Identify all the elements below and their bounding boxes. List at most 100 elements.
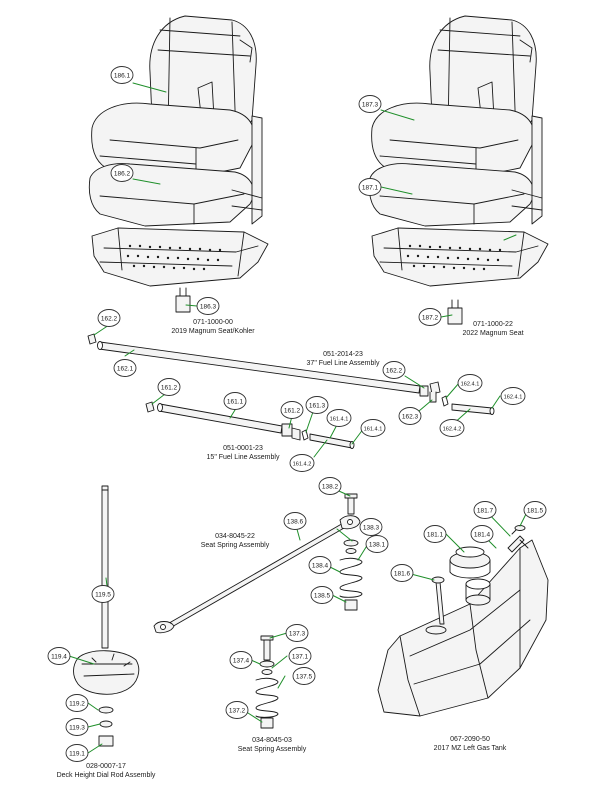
callout-bubble — [284, 513, 306, 530]
seat-spring-03-part-number: 034-8045-03 — [252, 737, 292, 744]
callout-bubble — [281, 402, 303, 419]
callout-label: 186.2 — [114, 170, 131, 177]
callout-label: 181.5 — [527, 507, 544, 514]
callout-119-3: 119.3 — [66, 719, 88, 736]
callout-label: 138.1 — [369, 541, 386, 548]
callout-138-2: 138.2 — [319, 478, 341, 495]
callout-bubble — [359, 96, 381, 113]
callout-bubble — [360, 519, 382, 536]
callout-label: 181.1 — [427, 531, 444, 538]
callout-bubble — [111, 165, 133, 182]
callout-label: 187.2 — [422, 314, 439, 321]
seat-spring-03-caption: Seat Spring Assembly — [238, 746, 307, 753]
assembly-captions: 071-1000-00 2019 Magnum Seat/Kohler 071-… — [57, 319, 524, 779]
callout-162-3: 162.3 — [399, 408, 421, 425]
callout-bubble — [158, 379, 180, 396]
seat-2019-caption: 2019 Magnum Seat/Kohler — [171, 328, 255, 335]
callout-161-1: 161.1 — [224, 393, 246, 410]
fuel-line-37-drawing — [88, 334, 494, 415]
callout-161-2: 161.2 — [281, 402, 303, 419]
seat-spring-03-drawing — [256, 636, 278, 728]
callout-186-1: 186.1 — [111, 67, 133, 84]
callout-162-1: 162.1 — [114, 360, 136, 377]
callout-bubble — [359, 179, 381, 196]
callout-161-4-1: 161.4.1 — [327, 410, 351, 427]
fuel-37-caption: 37" Fuel Line Assembly — [307, 360, 380, 367]
dial-rod-drawing — [74, 486, 139, 746]
callout-161-4-2: 161.4.2 — [290, 455, 314, 472]
callout-bubble — [361, 420, 385, 437]
seat-spring-22-drawing — [154, 494, 362, 633]
callout-162-2: 162.2 — [383, 362, 405, 379]
dial-rod-part-number: 028-0007-17 — [86, 763, 126, 770]
callout-137-3: 137.3 — [286, 625, 308, 642]
callout-label: 137.2 — [229, 707, 246, 714]
seat-2019-base-holes — [126, 244, 222, 271]
callout-label: 162.4.1 — [504, 394, 523, 400]
callout-label: 162.4.2 — [443, 426, 462, 432]
callout-bubble — [197, 298, 219, 315]
callout-bubble — [290, 455, 314, 472]
callout-bubble — [293, 668, 315, 685]
callout-138-5: 138.5 — [311, 587, 333, 604]
callout-bubble — [474, 502, 496, 519]
callout-181-1: 181.1 — [424, 526, 446, 543]
callout-label: 186.1 — [114, 72, 131, 79]
callout-label: 137.3 — [289, 630, 306, 637]
seat-spring-22-part-number: 034-8045-22 — [215, 533, 255, 540]
gas-tank-caption: 2017 MZ Left Gas Tank — [434, 745, 507, 752]
callout-138-1: 138.1 — [366, 536, 388, 553]
callout-119-5: 119.5 — [92, 586, 114, 603]
callout-162-2: 162.2 — [98, 310, 120, 327]
callout-bubble — [424, 526, 446, 543]
callout-label: 162.3 — [402, 413, 419, 420]
callout-label: 162.2 — [101, 315, 118, 322]
callout-label: 162.2 — [386, 367, 403, 374]
callout-label: 119.1 — [69, 750, 85, 757]
callout-bubble — [458, 375, 482, 392]
seat-2022-caption: 2022 Magnum Seat — [462, 330, 523, 337]
callout-label: 181.7 — [477, 507, 494, 514]
callout-161-3: 161.3 — [306, 397, 328, 414]
callout-label: 162.1 — [117, 365, 134, 372]
callout-label: 138.6 — [287, 518, 304, 525]
gas-tank-drawing — [378, 526, 548, 717]
callout-bubble — [366, 536, 388, 553]
callout-138-4: 138.4 — [309, 557, 331, 574]
callout-119-1: 119.1 — [66, 745, 88, 762]
callout-bubble — [66, 695, 88, 712]
callout-label: 186.3 — [200, 303, 217, 310]
seat-2019-drawing — [89, 16, 268, 312]
callout-label: 187.3 — [362, 101, 379, 108]
callout-label: 138.5 — [314, 592, 331, 599]
callout-181-7: 181.7 — [474, 502, 496, 519]
fuel-37-part-number: 051-2014-23 — [323, 351, 363, 358]
callout-161-4-1: 161.4.1 — [361, 420, 385, 437]
callout-label: 161.4.2 — [293, 461, 312, 467]
callout-label: 137.4 — [233, 657, 250, 664]
callout-bubble — [111, 67, 133, 84]
callout-label: 138.2 — [322, 483, 339, 490]
callout-bubble — [230, 652, 252, 669]
callout-label: 119.2 — [69, 700, 85, 707]
callout-bubble — [471, 526, 493, 543]
callout-137-5: 137.5 — [293, 668, 315, 685]
callout-label: 119.4 — [51, 653, 67, 660]
seat-2022-part-number: 071-1000-22 — [473, 321, 513, 328]
callout-137-1: 137.1 — [289, 648, 311, 665]
callout-bubble — [327, 410, 351, 427]
callout-label: 181.6 — [394, 570, 411, 577]
callout-bubble — [391, 565, 413, 582]
seat-2022-drawing — [369, 16, 548, 324]
callout-label: 138.4 — [312, 562, 329, 569]
callout-label: 161.4.1 — [364, 426, 383, 432]
callout-137-2: 137.2 — [226, 702, 248, 719]
callout-label: 161.3 — [309, 402, 326, 409]
seat-spring-22-caption: Seat Spring Assembly — [201, 542, 270, 549]
callout-label: 181.4 — [474, 531, 491, 538]
callout-bubble — [309, 557, 331, 574]
callout-bubble — [306, 397, 328, 414]
callout-label: 138.3 — [363, 524, 380, 531]
callout-137-4: 137.4 — [230, 652, 252, 669]
